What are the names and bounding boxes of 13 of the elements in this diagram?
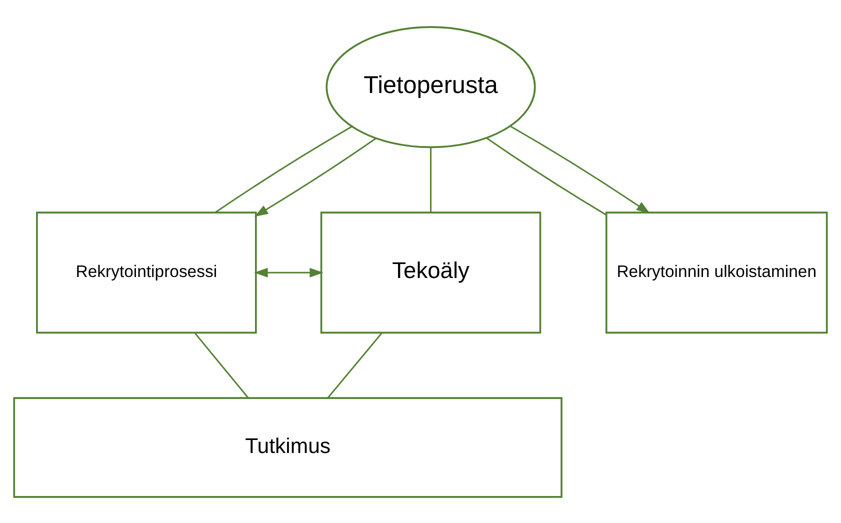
node-box: Rekrytoinnin ulkoistaminen (605, 211, 828, 334)
connector (214, 125, 352, 213)
node-ellipse: Tietoperusta (326, 26, 536, 148)
node-box: Rekrytointiprosessi (36, 211, 257, 334)
connector (486, 136, 607, 216)
node-box: Tutkimus (13, 396, 562, 498)
connector (327, 332, 383, 398)
arrow (254, 267, 324, 277)
node-box: Tekoäly (320, 211, 542, 334)
arrow (510, 125, 650, 214)
connector (194, 332, 249, 398)
arrow (254, 137, 376, 216)
connector (430, 146, 432, 212)
